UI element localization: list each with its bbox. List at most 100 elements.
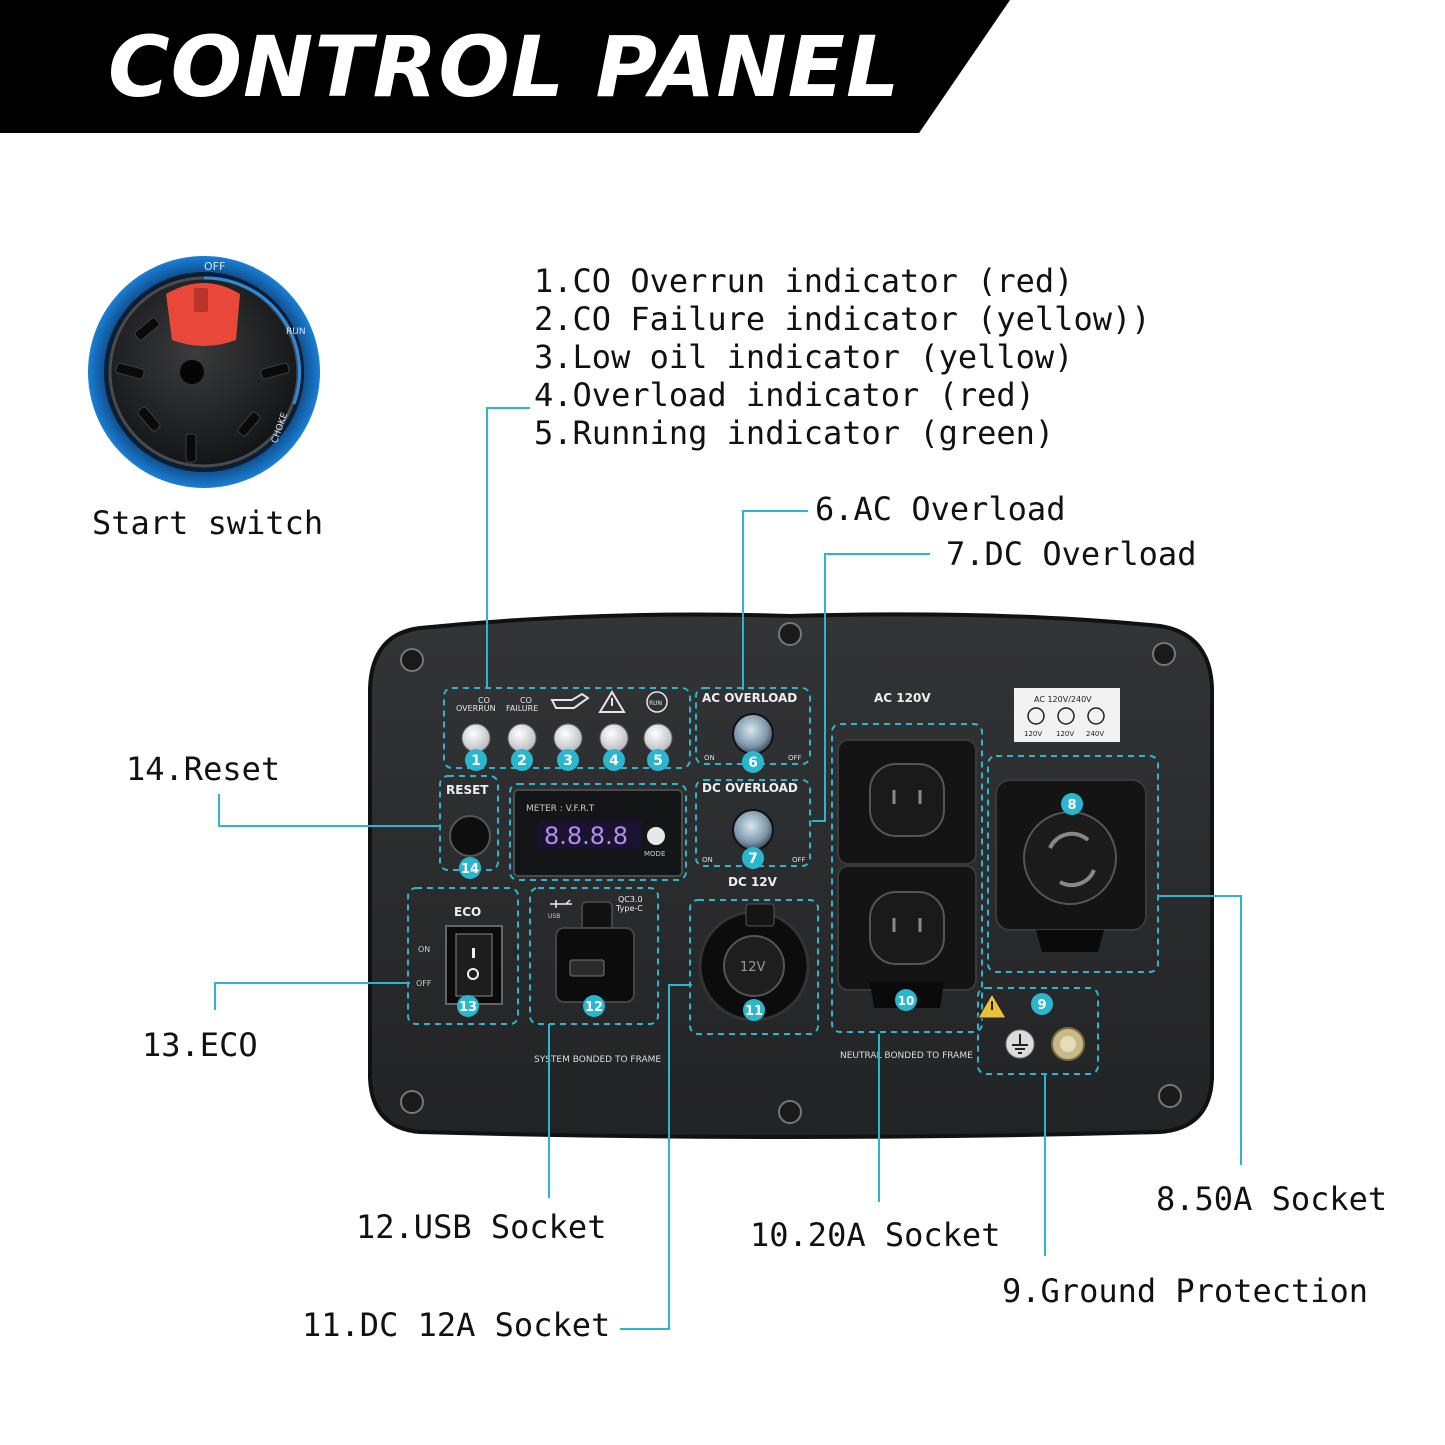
ac-off-text: OFF bbox=[788, 754, 802, 762]
warning-icon bbox=[598, 690, 626, 713]
callout-eco: 13.ECO bbox=[142, 1026, 258, 1064]
badge-9: 9 bbox=[1037, 998, 1046, 1013]
ground-icon bbox=[1005, 1029, 1035, 1059]
ac-dual-text: AC 120V/240V bbox=[1034, 695, 1092, 704]
callout-50a: 8.50A Socket bbox=[1156, 1180, 1388, 1218]
callout-ac-overload: 6.AC Overload bbox=[815, 490, 1066, 528]
low-oil-light bbox=[553, 723, 583, 753]
leader-dc-overload-v bbox=[824, 553, 826, 821]
badge-1: 1 bbox=[471, 753, 481, 769]
reset-text: RESET bbox=[446, 783, 489, 797]
co-failure-text-2: FAILURE bbox=[506, 704, 538, 713]
callout-reset: 14.Reset bbox=[126, 750, 281, 788]
screw-icon bbox=[778, 1100, 802, 1124]
eco-on-text: ON bbox=[418, 945, 430, 954]
running-light bbox=[643, 723, 673, 753]
svg-text:RUN: RUN bbox=[649, 700, 662, 707]
callout-low-oil: 3.Low oil indicator (yellow) bbox=[534, 338, 1074, 376]
badge-6: 6 bbox=[748, 755, 758, 771]
co-overrun-light bbox=[461, 723, 491, 753]
callout-co-overrun: 1.CO Overrun indicator (red) bbox=[534, 262, 1074, 300]
leader-dc12a-h2 bbox=[620, 1328, 670, 1330]
meter-digits: 8.8.8.8 bbox=[544, 822, 628, 850]
dc-overload-text: DC OVERLOAD bbox=[702, 781, 798, 795]
leader-eco-v bbox=[214, 982, 216, 1010]
leader-ac-overload-v bbox=[742, 510, 744, 690]
leader-indicators-v bbox=[486, 407, 488, 689]
screw-icon bbox=[1158, 1084, 1182, 1108]
badge-4: 4 bbox=[609, 753, 619, 769]
leader-indicators-h bbox=[486, 407, 530, 409]
co-overrun-text: CO bbox=[478, 696, 490, 705]
leader-ac-overload-h bbox=[742, 510, 808, 512]
dial-off-text: OFF bbox=[204, 260, 225, 273]
leader-usb-v bbox=[548, 1024, 550, 1198]
v120a-text: 120V bbox=[1024, 730, 1042, 738]
mode-button[interactable] bbox=[647, 827, 665, 845]
callout-co-failure: 2.CO Failure indicator (yellow)) bbox=[534, 300, 1151, 338]
ac-overload-button[interactable] bbox=[732, 713, 774, 755]
screw-icon bbox=[400, 648, 424, 672]
leader-dc-overload-h bbox=[824, 553, 930, 555]
v12-text: 12V bbox=[740, 960, 766, 975]
badge-8: 8 bbox=[1067, 798, 1076, 813]
eco-rocker-switch[interactable] bbox=[455, 933, 493, 997]
co-failure-text: CO bbox=[520, 696, 532, 705]
dc-off-text: OFF bbox=[792, 856, 806, 864]
badge-10: 10 bbox=[898, 994, 915, 1008]
overload-light bbox=[599, 723, 629, 753]
page-title: CONTROL PANEL bbox=[108, 18, 901, 116]
badge-3: 3 bbox=[563, 753, 573, 769]
callout-ground: 9.Ground Protection bbox=[1002, 1272, 1369, 1310]
co-failure-light bbox=[507, 723, 537, 753]
v240-text: 240V bbox=[1086, 730, 1104, 738]
v120b-text: 120V bbox=[1056, 730, 1074, 738]
badge-13: 13 bbox=[459, 1000, 477, 1015]
system-bonded-text: SYSTEM BONDED TO FRAME bbox=[534, 1055, 661, 1065]
callout-running: 5.Running indicator (green) bbox=[534, 414, 1055, 452]
start-switch-dial[interactable]: OFF RUN CHOKE bbox=[86, 254, 322, 490]
screw-icon bbox=[778, 622, 802, 646]
eco-text: ECO bbox=[454, 905, 481, 919]
leader-eco-h bbox=[214, 982, 410, 984]
callout-overload: 4.Overload indicator (red) bbox=[534, 376, 1035, 414]
co-overrun-text-2: OVERRUN bbox=[456, 704, 496, 713]
leader-20a-v bbox=[878, 1034, 880, 1202]
control-panel: CO OVERRUN CO FAILURE RUN 1 2 3 4 5 AC O… bbox=[368, 612, 1214, 1139]
badge-14: 14 bbox=[461, 862, 479, 877]
leader-50a-h bbox=[1158, 895, 1242, 897]
typec-text: Type-C bbox=[615, 904, 643, 913]
mode-text: MODE bbox=[644, 850, 665, 858]
dc12v-text: DC 12V bbox=[728, 875, 778, 889]
badge-5: 5 bbox=[653, 753, 663, 769]
qc-text: QC3.0 bbox=[618, 895, 643, 904]
title-banner bbox=[0, 0, 1010, 133]
meter-label: METER : V.F.R.T bbox=[526, 804, 595, 814]
callout-usb: 12.USB Socket bbox=[356, 1208, 607, 1246]
ac120-text: AC 120V bbox=[874, 691, 931, 705]
leader-dc-overload-h2 bbox=[812, 820, 826, 822]
start-switch-label: Start switch bbox=[92, 504, 324, 542]
callout-dc-overload: 7.DC Overload bbox=[946, 535, 1197, 573]
dc-overload-button[interactable] bbox=[732, 809, 774, 851]
dc-on-text: ON bbox=[702, 856, 713, 864]
callout-dc12a: 11.DC 12A Socket bbox=[302, 1306, 611, 1344]
badge-2: 2 bbox=[517, 753, 527, 769]
warning-icon bbox=[977, 993, 1007, 1019]
badge-12: 12 bbox=[585, 1000, 603, 1015]
screw-icon bbox=[400, 1090, 424, 1114]
dial-run-text: RUN bbox=[286, 327, 306, 337]
usb-text: USB bbox=[548, 913, 560, 920]
oil-can-icon bbox=[550, 692, 590, 709]
ac-overload-text: AC OVERLOAD bbox=[702, 691, 797, 705]
neutral-bonded-text: NEUTRAL BONDED TO FRAME bbox=[840, 1051, 973, 1061]
leader-dc12a-h bbox=[668, 984, 692, 986]
badge-11: 11 bbox=[745, 1004, 763, 1019]
run-icon: RUN bbox=[646, 691, 668, 713]
leader-ground-v bbox=[1044, 1074, 1046, 1256]
reset-button[interactable] bbox=[449, 815, 491, 857]
usb-icon bbox=[550, 899, 572, 908]
screw-icon bbox=[1152, 642, 1176, 666]
leader-dc12a-v bbox=[668, 984, 670, 1330]
eco-off-text: OFF bbox=[416, 979, 432, 988]
